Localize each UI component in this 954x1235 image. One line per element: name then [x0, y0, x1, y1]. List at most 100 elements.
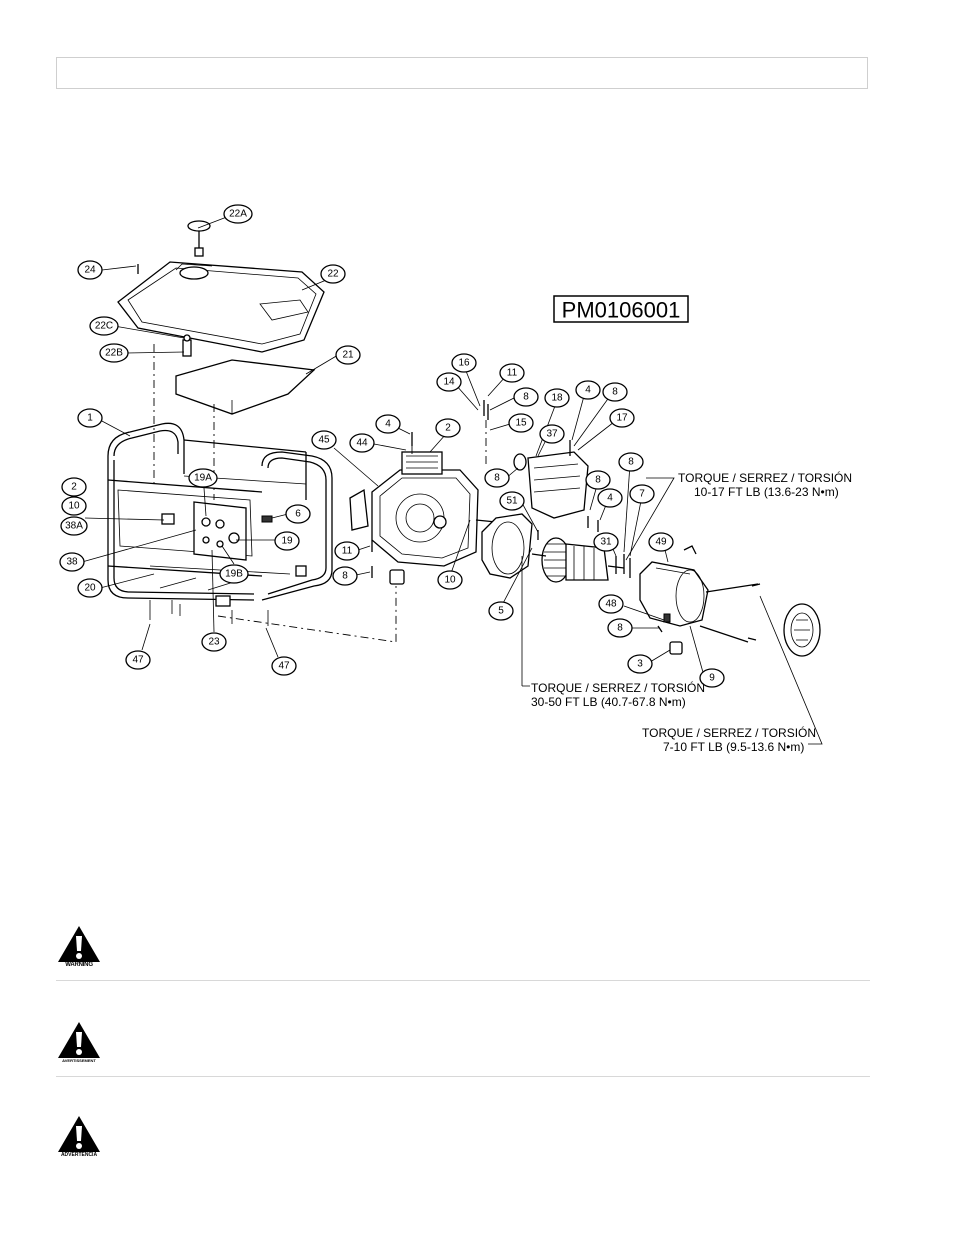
svg-text:47: 47 — [132, 655, 144, 666]
callout-10-frame: 10 — [61, 496, 87, 516]
torque-note-1: TORQUE / SERREZ / TORSIÓN 10-17 FT LB (1… — [678, 470, 852, 499]
svg-text:4: 4 — [585, 385, 591, 396]
svg-text:7: 7 — [639, 489, 645, 500]
model-code-box: PM0106001 — [553, 295, 689, 323]
svg-text:30-50 FT LB (40.7-67.8 N•m): 30-50 FT LB (40.7-67.8 N•m) — [531, 695, 686, 709]
engine — [349, 451, 497, 585]
callout-22C: 22C — [89, 316, 119, 336]
advertencia-label: ADVERTENCIA — [60, 1152, 98, 1158]
svg-text:23: 23 — [208, 637, 220, 648]
through-bolts — [699, 583, 759, 643]
callout-2-engine: 2 — [435, 418, 461, 438]
svg-text:49: 49 — [655, 537, 667, 548]
svg-text:4: 4 — [607, 493, 613, 504]
svg-text:22: 22 — [327, 269, 339, 280]
svg-text:11: 11 — [507, 368, 518, 379]
svg-text:17: 17 — [616, 413, 628, 424]
control-panel — [193, 501, 273, 561]
svg-text:4: 4 — [385, 419, 391, 430]
svg-text:2: 2 — [71, 482, 77, 493]
callout-8-muffler-top: 8 — [602, 382, 628, 402]
warning-triangle-icon — [58, 926, 100, 962]
svg-text:37: 37 — [546, 429, 558, 440]
callout-11-top: 11 — [499, 363, 525, 383]
callout-8-muffler-bottom: 8 — [585, 470, 611, 490]
callout-51: 51 — [499, 491, 525, 511]
torque-note-2: TORQUE / SERREZ / TORSIÓN 30-50 FT LB (4… — [531, 680, 705, 709]
callout-2-frame: 2 — [61, 477, 87, 497]
callout-23: 23 — [201, 632, 227, 652]
svg-text:9: 9 — [709, 673, 715, 684]
svg-text:1: 1 — [87, 413, 93, 424]
svg-text:47: 47 — [278, 661, 290, 672]
svg-text:TORQUE / SERREZ / TORSIÓN: TORQUE / SERREZ / TORSIÓN — [531, 680, 705, 695]
frame-feet — [149, 565, 307, 626]
model-code-text: PM0106001 — [562, 298, 681, 323]
callout-8-muffler: 8 — [484, 468, 510, 488]
svg-text:3: 3 — [637, 659, 643, 670]
rotor — [531, 537, 625, 583]
svg-text:7-10 FT LB (9.5-13.6 N•m): 7-10 FT LB (9.5-13.6 N•m) — [663, 740, 804, 754]
callout-1: 1 — [77, 408, 103, 428]
callout-48: 48 — [598, 594, 624, 614]
callout-22B: 22B — [99, 343, 129, 363]
callout-10-engine: 10 — [437, 570, 463, 590]
callout-22: 22 — [320, 264, 346, 284]
svg-text:18: 18 — [551, 393, 563, 404]
callout-47-right: 47 — [271, 656, 297, 676]
stator-housing — [639, 545, 709, 627]
svg-text:21: 21 — [342, 350, 354, 361]
header-bar — [56, 57, 868, 89]
avertissement-label: AVERTISSEMENT — [62, 1058, 96, 1063]
svg-text:19B: 19B — [225, 569, 243, 580]
adapter-ring — [481, 513, 533, 579]
callout-4-muffler-bottom: 4 — [597, 488, 623, 508]
callout-20: 20 — [77, 578, 103, 598]
callout-8-top: 8 — [513, 387, 539, 407]
warning-separator — [56, 1076, 870, 1077]
callout-22A: 22A — [223, 204, 253, 224]
callout-8-engine: 8 — [332, 566, 358, 586]
svg-text:8: 8 — [612, 387, 618, 398]
gas-cap — [187, 214, 233, 257]
callout-45: 45 — [311, 430, 337, 450]
callout-8-torque: 8 — [618, 452, 644, 472]
callout-19: 19 — [274, 531, 300, 551]
svg-text:22B: 22B — [105, 348, 123, 359]
svg-text:20: 20 — [84, 583, 96, 594]
svg-text:2: 2 — [445, 423, 451, 434]
svg-text:22C: 22C — [95, 321, 113, 332]
exploded-parts-diagram: .ln { stroke:#000; stroke-width:1.3; fil… — [59, 204, 852, 754]
callout-9: 9 — [699, 668, 725, 688]
callout-19B: 19B — [219, 564, 249, 584]
svg-text:31: 31 — [600, 537, 612, 548]
vibration-mount — [669, 641, 683, 655]
svg-text:51: 51 — [506, 496, 518, 507]
fasteners — [137, 264, 761, 641]
callout-18: 18 — [544, 388, 570, 408]
warning-separator — [56, 980, 870, 981]
svg-text:TORQUE / SERREZ / TORSIÓN: TORQUE / SERREZ / TORSIÓN — [642, 725, 816, 740]
svg-text:38: 38 — [66, 557, 78, 568]
callout-14: 14 — [436, 372, 462, 392]
svg-text:38A: 38A — [65, 521, 83, 532]
callout-5: 5 — [488, 601, 514, 621]
svg-text:10: 10 — [444, 575, 456, 586]
callout-47-left: 47 — [125, 650, 151, 670]
callouts: 22A 24 22 22C 22B 21 1 2 10 38A 38 20 19… — [59, 204, 725, 688]
warning-row-fr: AVERTISSEMENT — [56, 1016, 870, 1078]
svg-text:8: 8 — [595, 475, 601, 486]
svg-text:8: 8 — [494, 473, 500, 484]
callout-31: 31 — [593, 532, 619, 552]
warning-row-en: WARNING — [56, 920, 870, 982]
callout-4-engine: 4 — [375, 414, 401, 434]
svg-text:8: 8 — [628, 457, 634, 468]
svg-text:8: 8 — [342, 571, 348, 582]
svg-text:6: 6 — [295, 509, 301, 520]
callout-17: 17 — [609, 408, 635, 428]
callout-37: 37 — [539, 424, 565, 444]
tank-heat-shield — [175, 359, 316, 415]
svg-text:10: 10 — [68, 501, 80, 512]
svg-text:48: 48 — [605, 599, 617, 610]
svg-text:24: 24 — [84, 265, 96, 276]
